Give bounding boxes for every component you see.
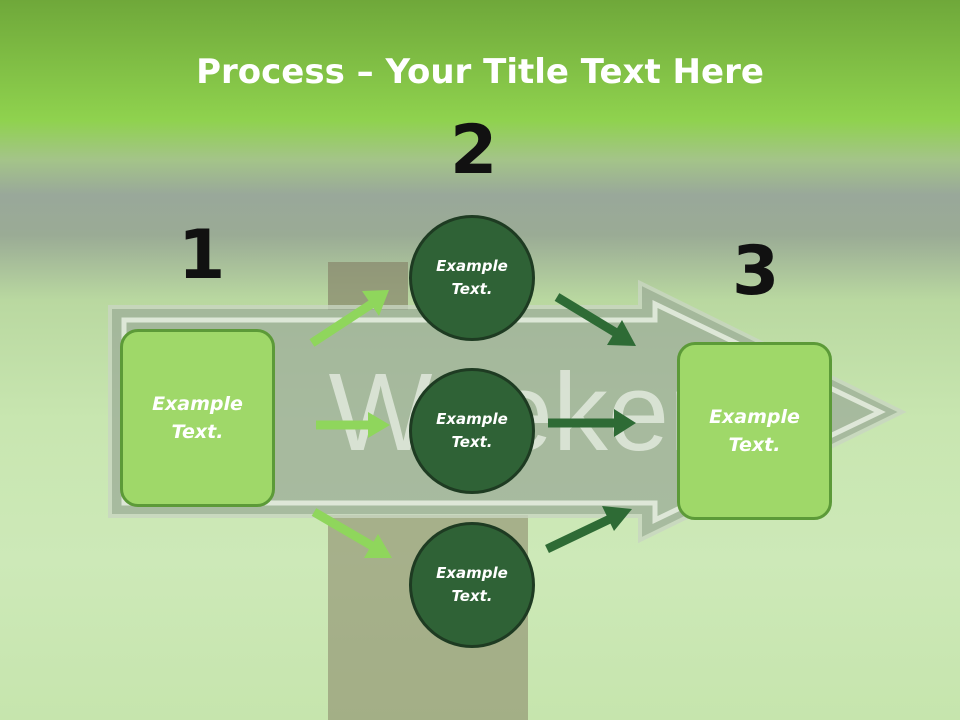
slide-title: Process – Your Title Text Here — [0, 52, 960, 92]
arrow-2-mid-head — [614, 409, 636, 437]
step-3-box: Example Text. — [677, 342, 832, 520]
step-number-1: 1 — [178, 216, 226, 295]
arrow-1-up — [309, 299, 376, 347]
title-rest: – Your Title Text Here — [344, 52, 764, 92]
step-number-3: 3 — [732, 232, 780, 311]
step-2-circle-middle: Example Text. — [409, 368, 535, 494]
step-number-2: 2 — [450, 111, 498, 190]
step-2-circle-bottom: Example Text. — [409, 522, 535, 648]
arrow-1-mid-head — [368, 412, 390, 438]
step-2-circle-middle-text: Example Text. — [436, 409, 508, 451]
arrow-2-down-head — [607, 320, 636, 346]
step-1-box: Example Text. — [120, 329, 275, 507]
arrow-2-up-head — [602, 506, 632, 531]
step-1-text: Example Text. — [152, 392, 243, 444]
step-2-circle-top: Example Text. — [409, 215, 535, 341]
arrow-1-up-head — [362, 290, 389, 316]
step-2-circle-bottom-text: Example Text. — [436, 563, 508, 605]
arrow-2-down — [554, 293, 621, 338]
step-2-circle-top-text: Example Text. — [436, 256, 508, 298]
title-bold: Process — [196, 52, 345, 92]
arrow-1-down — [311, 508, 377, 551]
arrow-1-down-head — [364, 534, 392, 558]
arrow-2-up — [545, 513, 614, 554]
step-3-text: Example Text. — [709, 405, 800, 457]
